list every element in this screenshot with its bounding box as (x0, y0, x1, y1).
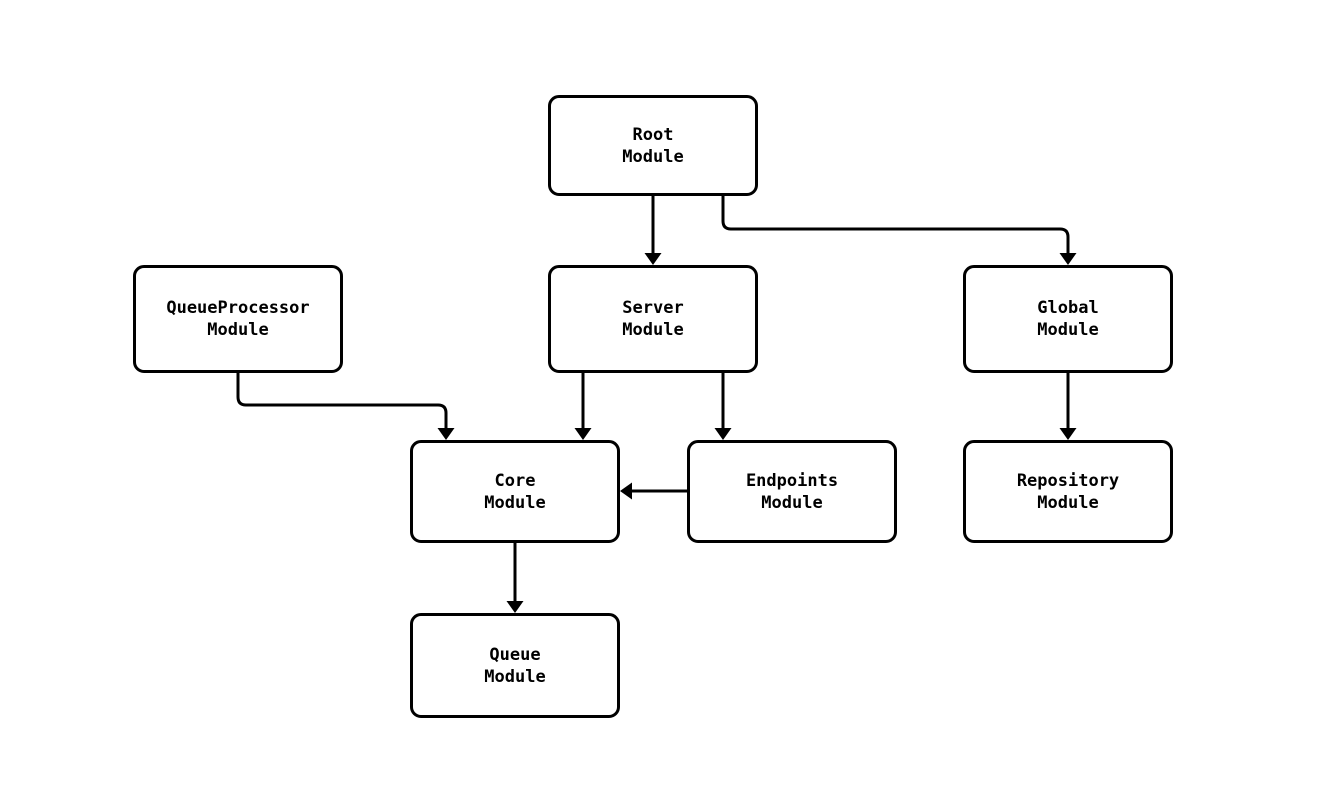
edge-server-to-endpoints (714, 373, 732, 440)
edge-root-to-global (721, 196, 1077, 265)
node-endpoints-module-label-line1: Endpoints (745, 470, 839, 491)
node-server-module[interactable]: Server Module (548, 265, 758, 373)
node-queueprocessor-module-label-line1: QueueProcessor (166, 298, 310, 318)
node-queue-module-label-line1: Queue (489, 644, 541, 665)
edge-core-to-queue (506, 543, 524, 613)
node-root-module-label-line1: Root (632, 124, 674, 145)
node-queueprocessor-module[interactable]: QueueProcessor Module (133, 265, 343, 373)
edge-endpoints-to-core (620, 482, 687, 500)
node-repository-module[interactable]: Repository Module (963, 440, 1173, 543)
edge-global-to-repository (1059, 373, 1077, 440)
edge-root-to-server (644, 196, 662, 265)
node-queueprocessor-module-label-line2: Module (207, 320, 269, 340)
node-queue-module[interactable]: Queue Module (410, 613, 620, 718)
node-repository-module-label-line1: Repository (1016, 470, 1120, 491)
edges-group (236, 196, 1077, 613)
node-server-module-label-line1: Server (622, 298, 684, 318)
node-core-module[interactable]: Core Module (410, 440, 620, 543)
node-endpoints-module-label-line2: Module (761, 492, 823, 513)
node-core-module-label-line2: Module (484, 492, 546, 513)
node-server-module-label-line2: Module (622, 320, 684, 340)
node-core-module-label-line1: Core (494, 470, 536, 491)
node-global-module-label-line1: Global (1037, 298, 1099, 318)
node-queue-module-label-line2: Module (484, 666, 546, 687)
node-root-module[interactable]: Root Module (548, 95, 758, 196)
edge-queueprocessor-to-core (236, 373, 455, 440)
node-repository-module-label-line2: Module (1037, 492, 1099, 513)
edge-server-to-core (574, 373, 592, 440)
node-root-module-label-line2: Module (622, 146, 684, 167)
node-endpoints-module[interactable]: Endpoints Module (687, 440, 897, 543)
node-global-module-label-line2: Module (1037, 320, 1099, 340)
node-global-module[interactable]: Global Module (963, 265, 1173, 373)
